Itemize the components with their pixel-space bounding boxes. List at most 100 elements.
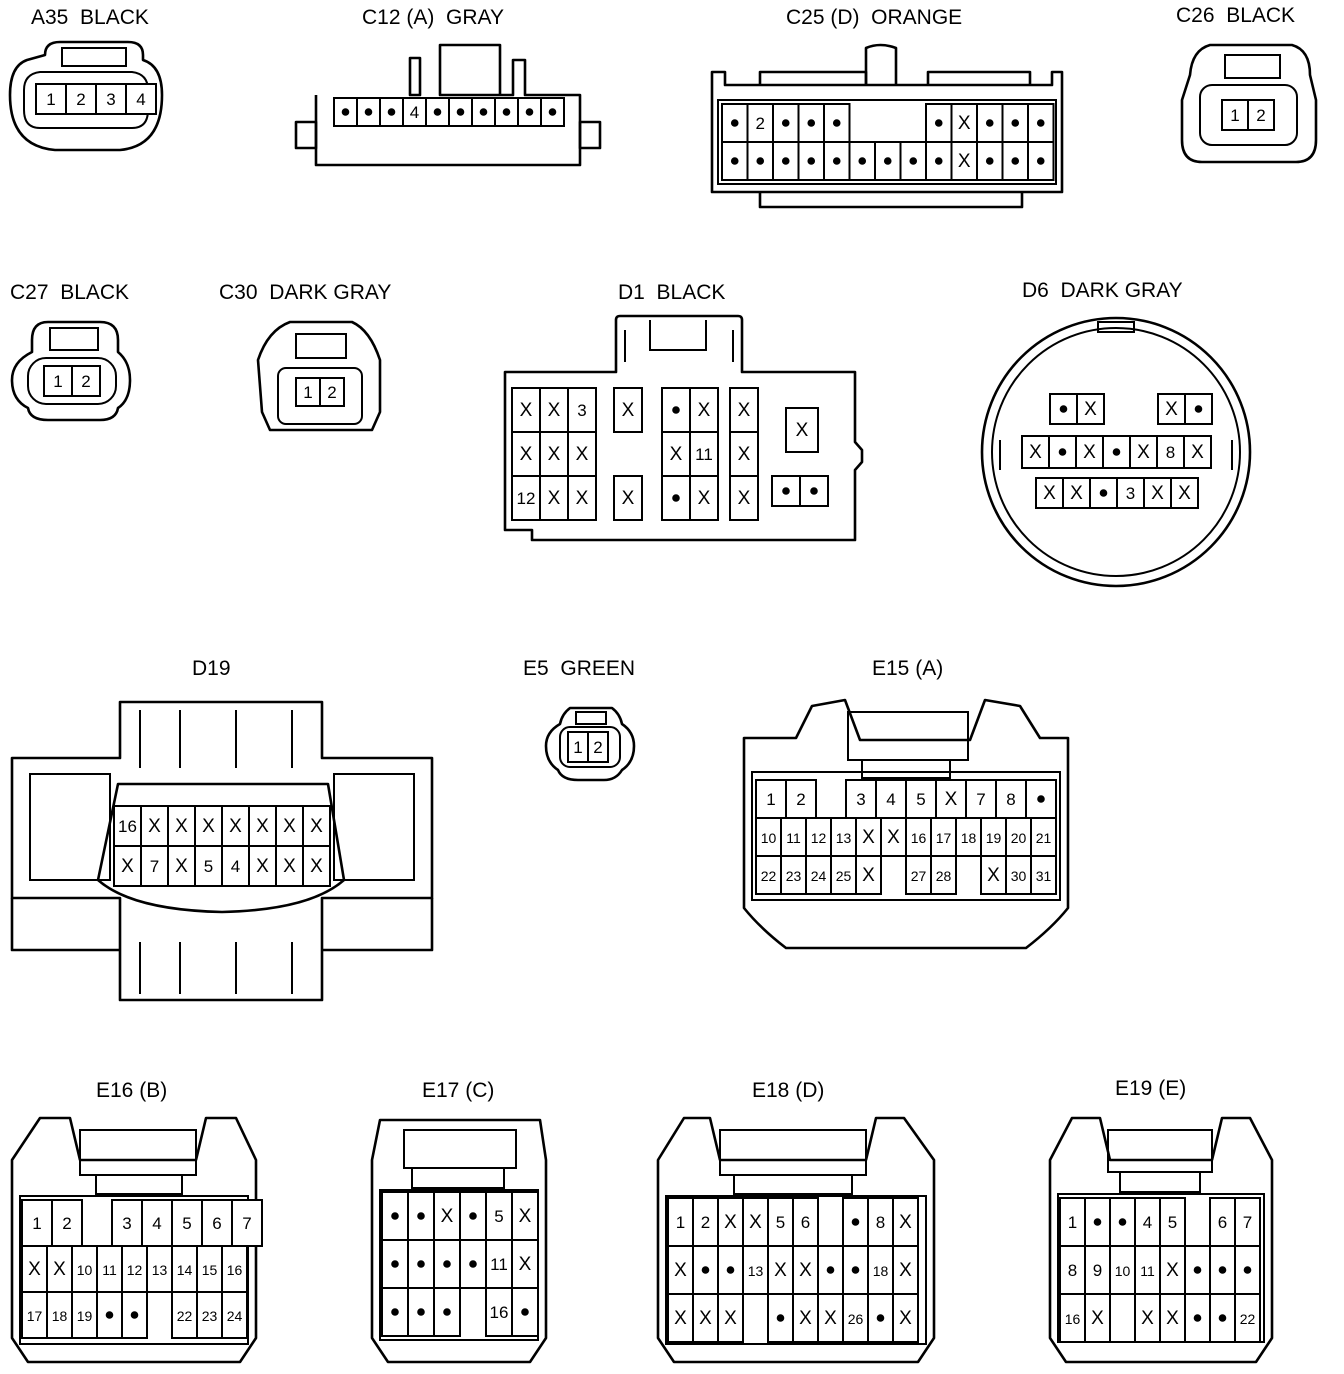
svg-text:16: 16 <box>490 1303 509 1322</box>
svg-text:X: X <box>899 1308 912 1329</box>
c12-pin <box>494 97 519 127</box>
e15-pin: X <box>855 855 882 895</box>
e17-pin <box>381 1239 409 1289</box>
svg-text:4: 4 <box>1143 1213 1152 1232</box>
e15-pin: 17 <box>930 817 957 857</box>
e18-pin: X <box>742 1197 769 1247</box>
svg-text:15: 15 <box>202 1262 218 1278</box>
c12-pin <box>425 97 450 127</box>
svg-text:28: 28 <box>936 868 952 884</box>
svg-text:11: 11 <box>1140 1263 1155 1279</box>
svg-text:1: 1 <box>766 790 775 809</box>
svg-text:9: 9 <box>1093 1261 1102 1280</box>
svg-text:X: X <box>670 444 683 465</box>
svg-text:X: X <box>202 816 215 837</box>
d1-pin: X <box>689 475 719 521</box>
svg-text:3: 3 <box>577 401 586 420</box>
c25-pin <box>925 103 953 143</box>
svg-text:4: 4 <box>886 790 895 809</box>
d1-pin: X <box>785 407 819 453</box>
svg-text:7: 7 <box>976 790 985 809</box>
svg-text:X: X <box>310 856 323 877</box>
connector-title-c12: C12 (A) GRAY <box>362 6 504 29</box>
e15-pin: 25 <box>830 855 857 895</box>
c25-pin <box>746 141 774 181</box>
svg-text:23: 23 <box>786 868 802 884</box>
d19-pin: X <box>248 805 277 847</box>
svg-text:26: 26 <box>848 1311 864 1327</box>
svg-text:11: 11 <box>490 1255 508 1274</box>
c25-pin <box>874 141 902 181</box>
svg-text:6: 6 <box>801 1213 810 1232</box>
e15-pin: 8 <box>995 779 1027 819</box>
d6-pin <box>1049 393 1078 425</box>
d6-pin: X <box>1157 393 1186 425</box>
e18-pin <box>717 1245 744 1295</box>
e15-pin: 5 <box>905 779 937 819</box>
svg-text:3: 3 <box>856 790 865 809</box>
e16-pin: 10 <box>71 1245 98 1293</box>
c25-pin <box>1027 103 1055 143</box>
connector-title-e18: E18 (D) <box>752 1079 825 1102</box>
c25-pin <box>721 103 749 143</box>
c25-pin <box>772 141 800 181</box>
svg-text:X: X <box>283 856 296 877</box>
e19-pin: 9 <box>1084 1245 1111 1295</box>
e18-pin: 2 <box>692 1197 719 1247</box>
connector-title-c26: C26 BLACK <box>1176 4 1296 27</box>
c26-pin: 2 <box>1247 99 1275 131</box>
svg-text:6: 6 <box>212 1214 221 1233</box>
e15-pin: 2 <box>785 779 817 819</box>
svg-text:X: X <box>310 816 323 837</box>
c25-pin <box>1001 103 1029 143</box>
d1-pin: X <box>613 387 643 433</box>
e19-pin: 7 <box>1234 1197 1261 1247</box>
e16-pin: 15 <box>196 1245 223 1293</box>
svg-text:X: X <box>1084 399 1097 420</box>
c12-pin <box>333 97 358 127</box>
svg-text:1: 1 <box>303 383 312 402</box>
svg-text:2: 2 <box>796 790 805 809</box>
connector-title-e5: E5 GREEN <box>523 657 636 680</box>
e18-pin: X <box>892 1293 919 1343</box>
svg-text:X: X <box>699 1308 712 1329</box>
e18-pin: X <box>767 1245 794 1295</box>
e15-pin: 16 <box>905 817 932 857</box>
d6-pin <box>1089 477 1118 509</box>
svg-text:X: X <box>256 816 269 837</box>
e15-pin: 4 <box>875 779 907 819</box>
svg-text:16: 16 <box>227 1262 243 1278</box>
svg-text:X: X <box>548 400 561 421</box>
e15-pin: 28 <box>930 855 957 895</box>
svg-text:4: 4 <box>231 857 240 876</box>
e18-pin: X <box>692 1293 719 1343</box>
svg-text:10: 10 <box>761 830 777 846</box>
svg-text:2: 2 <box>701 1213 710 1232</box>
svg-text:X: X <box>987 865 1000 886</box>
svg-text:X: X <box>576 488 589 509</box>
svg-text:X: X <box>738 400 751 421</box>
d6-pin: X <box>1170 477 1199 509</box>
e17-pin <box>433 1239 461 1289</box>
svg-text:X: X <box>53 1259 66 1280</box>
e16-pin: 5 <box>171 1199 203 1247</box>
svg-text:18: 18 <box>961 830 977 846</box>
e16-pin: 3 <box>111 1199 143 1247</box>
svg-text:7: 7 <box>150 857 159 876</box>
svg-text:6: 6 <box>1218 1213 1227 1232</box>
c26-pin: 1 <box>1221 99 1249 131</box>
svg-text:X: X <box>674 1308 687 1329</box>
svg-text:22: 22 <box>761 868 777 884</box>
e18-pin: 5 <box>767 1197 794 1247</box>
c12-pin <box>379 97 404 127</box>
c25-pin <box>823 141 851 181</box>
svg-text:11: 11 <box>786 830 801 846</box>
e15-pin: 20 <box>1005 817 1032 857</box>
c25-pin: X <box>950 103 978 143</box>
svg-text:X: X <box>283 816 296 837</box>
